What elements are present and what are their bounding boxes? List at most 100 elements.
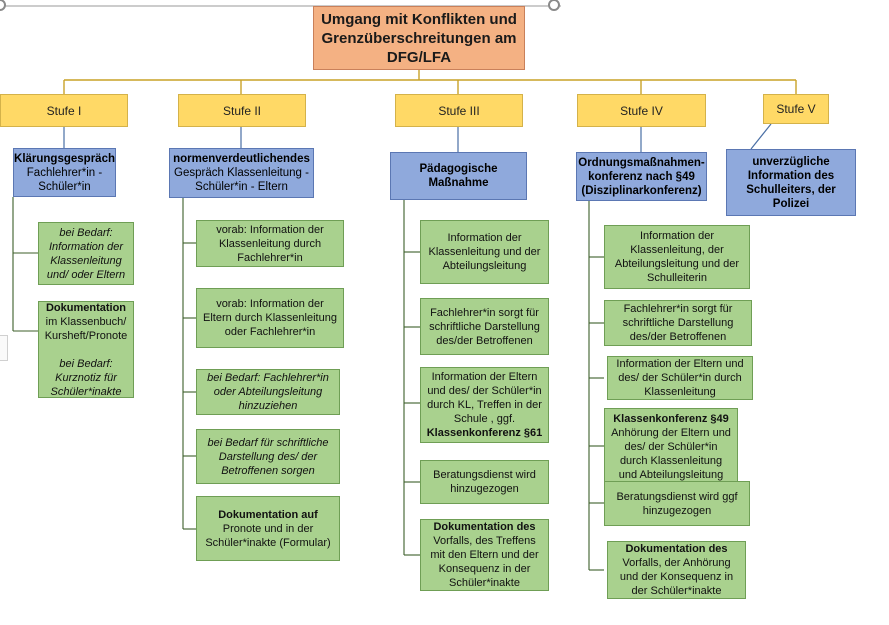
stufe-3-box-4[interactable]: Beratungsdienst wird hinzugezogen: [420, 460, 549, 504]
box-line: Information der Eltern: [431, 371, 538, 383]
box-line: Klassenleitung, der: [630, 244, 724, 256]
root-title-box[interactable]: Umgang mit Konflikten und Grenzüberschre…: [313, 6, 525, 70]
box-line: Eltern durch Klassenleitung: [203, 312, 337, 324]
stufe-2-box[interactable]: Stufe II: [178, 94, 306, 127]
box-line: Schüler*in: [38, 180, 91, 193]
stufe-5-box[interactable]: Stufe V: [763, 94, 829, 124]
box-line: und der Konsequenz in: [619, 571, 734, 583]
selection-handle-left[interactable]: [0, 0, 6, 11]
box-line: Vorfalls, des Treffens: [433, 535, 536, 547]
box-line: Schulleiterin: [647, 272, 707, 284]
box-line: Fachlehrer*in: [237, 251, 303, 264]
box-line: Information der: [49, 240, 123, 253]
box-line: Kurznotiz für: [55, 371, 117, 384]
box-line: Information der: [640, 230, 714, 242]
box-line: oder Abteilungsleitung: [213, 386, 323, 398]
box-line: vorab: Information der: [216, 298, 324, 310]
box-line: Konsequenz in der: [438, 563, 531, 575]
box-line: [84, 343, 87, 357]
box-line: hinzugezogen: [642, 504, 712, 517]
edge-marker: [0, 335, 8, 361]
box-line: Abteilungsleitung: [442, 260, 527, 272]
box-line: Pronote und in der: [222, 522, 314, 535]
box-line: Fachlehrer*in -: [26, 166, 103, 179]
box-line: und des/ der Schüler*in: [427, 385, 542, 397]
box-line: Dokumentation auf: [218, 508, 318, 521]
box-line: Klassenleitung durch: [218, 237, 322, 250]
box-line: normenverdeutlichendes: [173, 153, 310, 165]
box-line: durch KL, Treffen in der: [427, 399, 542, 411]
box-line: des/ der Schüler*in: [624, 441, 718, 453]
box-line: bei Bedarf für schriftliche: [207, 436, 329, 449]
box-line: bei Bedarf: Fachlehrer*in: [207, 372, 329, 384]
box-line: Schulleiters, der Polizei: [746, 183, 836, 210]
box-line: und/ oder Eltern: [46, 268, 126, 281]
box-line: Pädagogische: [419, 163, 498, 175]
box-line: Schule , ggf.: [453, 413, 516, 425]
box-line: Schüler*in - Eltern: [195, 181, 288, 193]
box-line: im Klassenbuch/: [45, 315, 127, 328]
stufe-2-label: Stufe II: [222, 103, 262, 118]
box-line: Gespräch Klassenleitung -: [174, 167, 309, 179]
box-line: bei Bedarf:: [59, 357, 113, 370]
stufe-3-box-3[interactable]: Information der Eltern und des/ der Schül…: [420, 367, 549, 443]
box-line: Schüler*inakte: [449, 577, 520, 589]
stufe-2-box-3[interactable]: bei Bedarf: Fachlehrer*in oder Abteilungs…: [196, 369, 340, 415]
box-line: Beratungsdienst wird: [433, 469, 536, 481]
box-line: Betroffenen sorgen: [221, 464, 315, 477]
box-line: Klassenkonferenz §61: [426, 427, 543, 439]
box-line: Darstellung des/ der: [218, 450, 318, 463]
stufe-3-box[interactable]: Stufe III: [395, 94, 523, 127]
stufe-1-box[interactable]: Stufe I: [0, 94, 128, 127]
box-line: (Disziplinarkonferenz): [581, 184, 702, 197]
box-line: Klassenleitung: [50, 254, 122, 267]
root-title: Umgang mit Konflikten und Grenzüberschre…: [321, 10, 517, 66]
box-line: Beratungsdienst wird ggf: [616, 490, 738, 503]
box-line: Schüler*inakte (Formular): [205, 536, 331, 549]
box-line: des/der Betroffenen: [436, 334, 533, 347]
selection-handle-right[interactable]: [548, 0, 560, 11]
stufe-4-box-3[interactable]: Information der Eltern und des/ der Schül…: [607, 356, 753, 400]
box-line: Vorfalls, der Anhörung: [622, 557, 731, 569]
box-line: bei Bedarf:: [59, 226, 113, 239]
box-line: Dokumentation des: [625, 543, 728, 555]
stufe-4-heading[interactable]: Ordnungsmaßnahmen-konferenz nach §49(Dis…: [576, 152, 707, 201]
box-line: Maßnahme: [428, 177, 489, 189]
stufe-4-box[interactable]: Stufe IV: [577, 94, 706, 127]
box-line: Information des: [747, 169, 835, 182]
box-line: Information der Eltern und: [616, 358, 744, 370]
box-line: Klassenkonferenz §49: [613, 413, 729, 425]
box-line: Ordnungsmaßnahmen-: [578, 156, 705, 169]
box-line: Dokumentation des: [433, 521, 536, 533]
stufe-5-label: Stufe V: [776, 102, 816, 116]
stufe-3-label: Stufe III: [438, 103, 480, 118]
box-line: Fachlehrer*in sorgt für: [623, 303, 733, 315]
box-line: vorab: Information der: [216, 223, 324, 236]
box-line: des/ der Schüler*in durch: [618, 372, 742, 384]
box-line: Fachlehrer*in sorgt für: [430, 306, 539, 319]
box-line: Kursheft/Pronote: [44, 329, 128, 342]
box-line: Klärungsgespräch: [14, 152, 115, 165]
box-line: Information der: [447, 232, 522, 244]
box-line: Abteilungsleitung und der: [614, 258, 740, 270]
box-line: hinzuziehen: [238, 400, 298, 412]
box-line: hinzugezogen: [450, 483, 519, 495]
